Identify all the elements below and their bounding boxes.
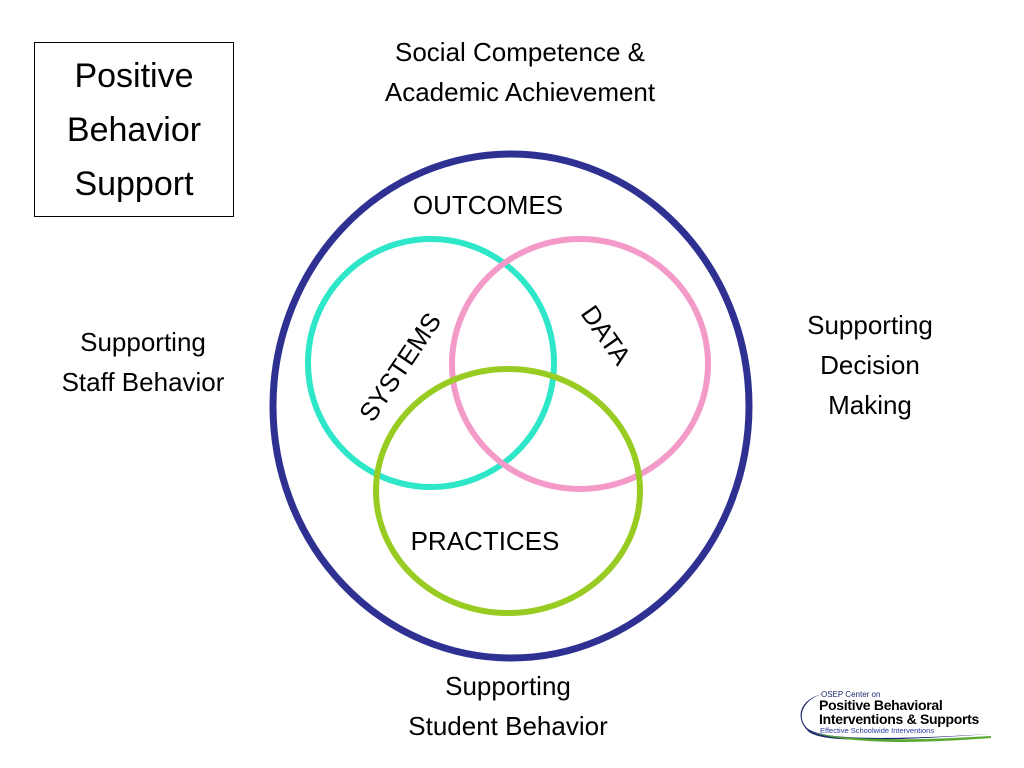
practices-circle [373, 366, 643, 616]
outcomes-label: OUTCOMES [412, 190, 564, 220]
pbis-logo: OSEP Center on Positive Behavioral Inter… [793, 688, 993, 744]
logo-line-2: Positive Behavioral [819, 697, 943, 713]
systems-circle [305, 236, 557, 490]
data-circle [449, 236, 711, 492]
logo-line-1: OSEP Center on [821, 690, 881, 699]
logo-line-4: Effective Schoolwide Interventions [820, 726, 935, 735]
label-student-behavior: Supporting Student Behavior [408, 671, 608, 741]
title-box: Positive Behavior Support [34, 42, 234, 217]
label-decision-making: Supporting Decision Making [807, 310, 933, 420]
logo-swoosh-icon [800, 694, 991, 742]
practices-label: PRACTICES [410, 526, 560, 556]
logo-line-3: Interventions & Supports [819, 711, 980, 727]
label-social-competence: Social Competence & Academic Achievement [384, 37, 656, 107]
outcomes-circle [269, 150, 753, 662]
page-title: Positive Behavior Support [66, 56, 202, 203]
label-staff-behavior: Supporting Staff Behavior [61, 327, 225, 397]
